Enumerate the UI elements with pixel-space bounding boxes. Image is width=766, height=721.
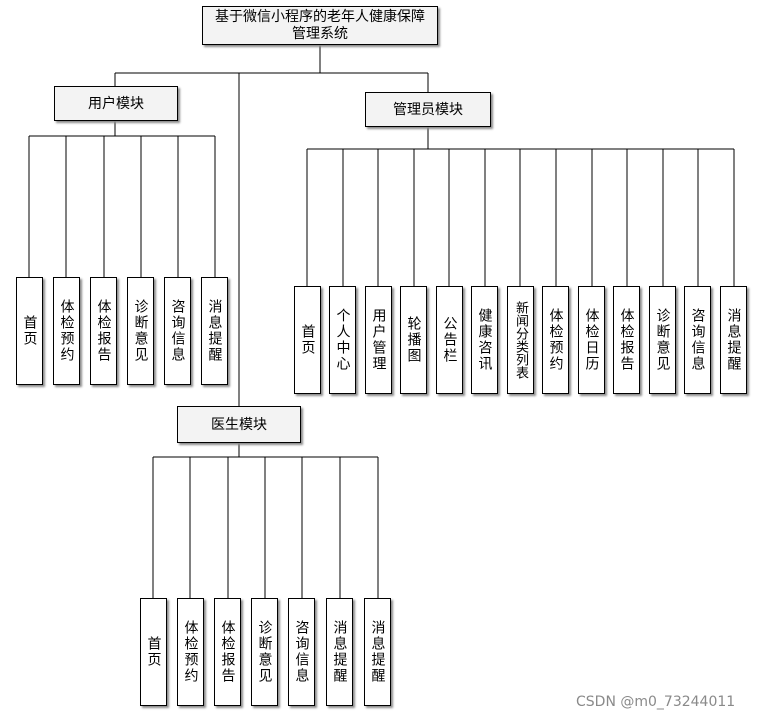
doctor-module-node: 医生模块 (177, 406, 301, 443)
admin-item-label: 个人中心 (334, 308, 351, 372)
user-item-node: 体检报告 (90, 277, 117, 385)
admin-item-node: 健康咨讯 (471, 286, 498, 394)
doctor-item-label: 体检报告 (219, 620, 236, 684)
admin-item-label: 健康咨讯 (476, 308, 493, 372)
admin-item-node: 体检报告 (613, 286, 640, 394)
admin-item-label: 咨询信息 (689, 308, 706, 372)
user-item-label: 体检报告 (95, 299, 112, 363)
admin-item-label: 公告栏 (441, 316, 458, 364)
admin-item-label: 体检预约 (547, 308, 564, 372)
doctor-item-node: 首页 (140, 598, 167, 706)
root-title-text: 基于微信小程序的老年人健康保障管理系统 (215, 8, 425, 42)
user-item-label: 消息提醒 (206, 299, 223, 363)
doctor-item-node: 消息提醒 (364, 598, 391, 706)
user-item-label: 诊断意见 (132, 299, 149, 363)
doctor-item-node: 体检预约 (177, 598, 204, 706)
doctor-item-node: 诊断意见 (251, 598, 278, 706)
root-node-title: 基于微信小程序的老年人健康保障管理系统 (202, 6, 438, 45)
admin-item-node: 体检日历 (578, 286, 605, 394)
doctor-item-label: 首页 (145, 636, 162, 668)
doctor-item-node: 体检报告 (214, 598, 241, 706)
admin-item-node: 诊断意见 (649, 286, 676, 394)
admin-item-node: 公告栏 (436, 286, 463, 394)
doctor-item-label: 咨询信息 (293, 620, 310, 684)
user-item-node: 首页 (16, 277, 43, 385)
admin-item-node: 轮播图 (400, 286, 427, 394)
admin-item-node: 新闻分类列表 (507, 286, 534, 394)
admin-item-node: 用户管理 (365, 286, 392, 394)
user-module-label: 用户模块 (88, 95, 144, 112)
doctor-item-node: 咨询信息 (288, 598, 315, 706)
admin-module-label: 管理员模块 (393, 101, 463, 118)
doctor-module-label: 医生模块 (211, 416, 267, 433)
csdn-watermark: CSDN @m0_73244011 (576, 694, 736, 710)
user-item-node: 体检预约 (53, 277, 80, 385)
user-item-node: 诊断意见 (127, 277, 154, 385)
admin-item-node: 首页 (294, 286, 321, 394)
doctor-item-label: 体检预约 (182, 620, 199, 684)
admin-module-node: 管理员模块 (365, 92, 491, 127)
user-item-node: 咨询信息 (164, 277, 191, 385)
admin-item-label: 体检日历 (583, 308, 600, 372)
admin-item-label: 消息提醒 (725, 308, 742, 372)
admin-item-label: 首页 (299, 324, 316, 356)
doctor-item-node: 消息提醒 (326, 598, 353, 706)
user-module-node: 用户模块 (54, 86, 178, 121)
doctor-item-label: 消息提醒 (369, 620, 386, 684)
admin-item-label: 诊断意见 (654, 308, 671, 372)
user-item-label: 首页 (21, 315, 38, 347)
doctor-item-label: 消息提醒 (331, 620, 348, 684)
admin-item-label: 用户管理 (370, 308, 387, 372)
user-item-node: 消息提醒 (201, 277, 228, 385)
admin-item-label: 轮播图 (405, 316, 422, 364)
admin-item-node: 体检预约 (542, 286, 569, 394)
doctor-item-label: 诊断意见 (256, 620, 273, 684)
user-item-label: 咨询信息 (169, 299, 186, 363)
admin-item-node: 个人中心 (329, 286, 356, 394)
admin-item-node: 消息提醒 (720, 286, 747, 394)
admin-item-node: 咨询信息 (684, 286, 711, 394)
admin-item-label: 新闻分类列表 (513, 301, 528, 379)
user-item-label: 体检预约 (58, 299, 75, 363)
admin-item-label: 体检报告 (618, 308, 635, 372)
